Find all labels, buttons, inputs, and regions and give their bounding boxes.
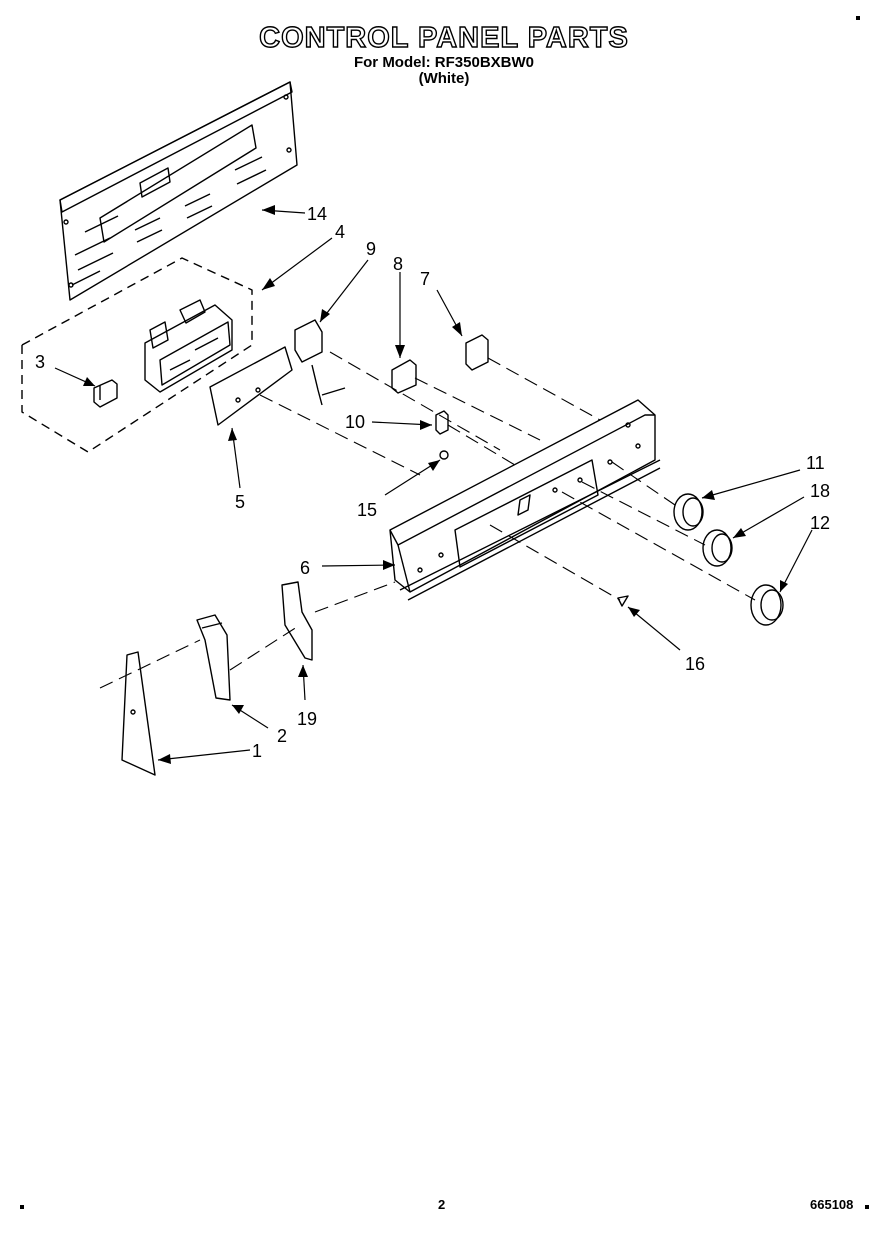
part-2-bracket: [196, 614, 231, 701]
callout-8: 8: [393, 254, 403, 274]
document-number: 665108: [810, 1197, 854, 1212]
part-9-thermostat: [294, 319, 346, 406]
registration-mark: [865, 1205, 869, 1209]
leader-lines: [54, 209, 813, 761]
callout-15: 15: [357, 500, 377, 520]
callout-10: 10: [345, 412, 365, 432]
alignment-lines: [99, 351, 756, 689]
callout-3: 3: [35, 352, 45, 372]
callout-9: 9: [366, 239, 376, 259]
part-18-knob: [702, 529, 733, 567]
callout-2: 2: [277, 726, 287, 746]
callout-4: 4: [335, 222, 345, 242]
callout-1: 1: [252, 741, 262, 761]
part-3-clip: [93, 379, 118, 408]
color-line: (White): [418, 70, 470, 87]
switch-assembly: [144, 299, 233, 393]
callout-5: 5: [235, 492, 245, 512]
model-line: For Model: RF350BXBW0: [353, 54, 534, 71]
part-16-indicator: [617, 595, 629, 607]
callout-14: 14: [307, 204, 327, 224]
callout-19: 19: [297, 709, 317, 729]
part-5-label-plate: [209, 346, 293, 426]
part-11-knob: [673, 493, 704, 531]
callout-7: 7: [420, 269, 430, 289]
part-7-switch: [465, 334, 489, 371]
part-4-dashed-box: [21, 257, 253, 453]
callout-6: 6: [300, 558, 310, 578]
part-19-bracket: [281, 581, 313, 661]
callout-12: 12: [810, 513, 830, 533]
part-10-clip: [435, 410, 449, 435]
page-number: 2: [438, 1197, 446, 1212]
arrowheads: [83, 205, 788, 764]
page-title: CONTROL PANEL PARTS: [258, 21, 629, 54]
registration-mark: [856, 16, 860, 20]
callout-18: 18: [810, 481, 830, 501]
callout-16: 16: [685, 654, 705, 674]
part-14-rear-panel: [59, 81, 298, 301]
callout-11: 11: [806, 453, 825, 473]
registration-mark: [20, 1205, 24, 1209]
part-6-control-panel: [389, 399, 661, 601]
part-15-bulb: [439, 450, 449, 460]
part-8-switch: [391, 359, 417, 394]
part-1-end-cap: [121, 651, 156, 776]
part-12-knob: [750, 584, 784, 626]
